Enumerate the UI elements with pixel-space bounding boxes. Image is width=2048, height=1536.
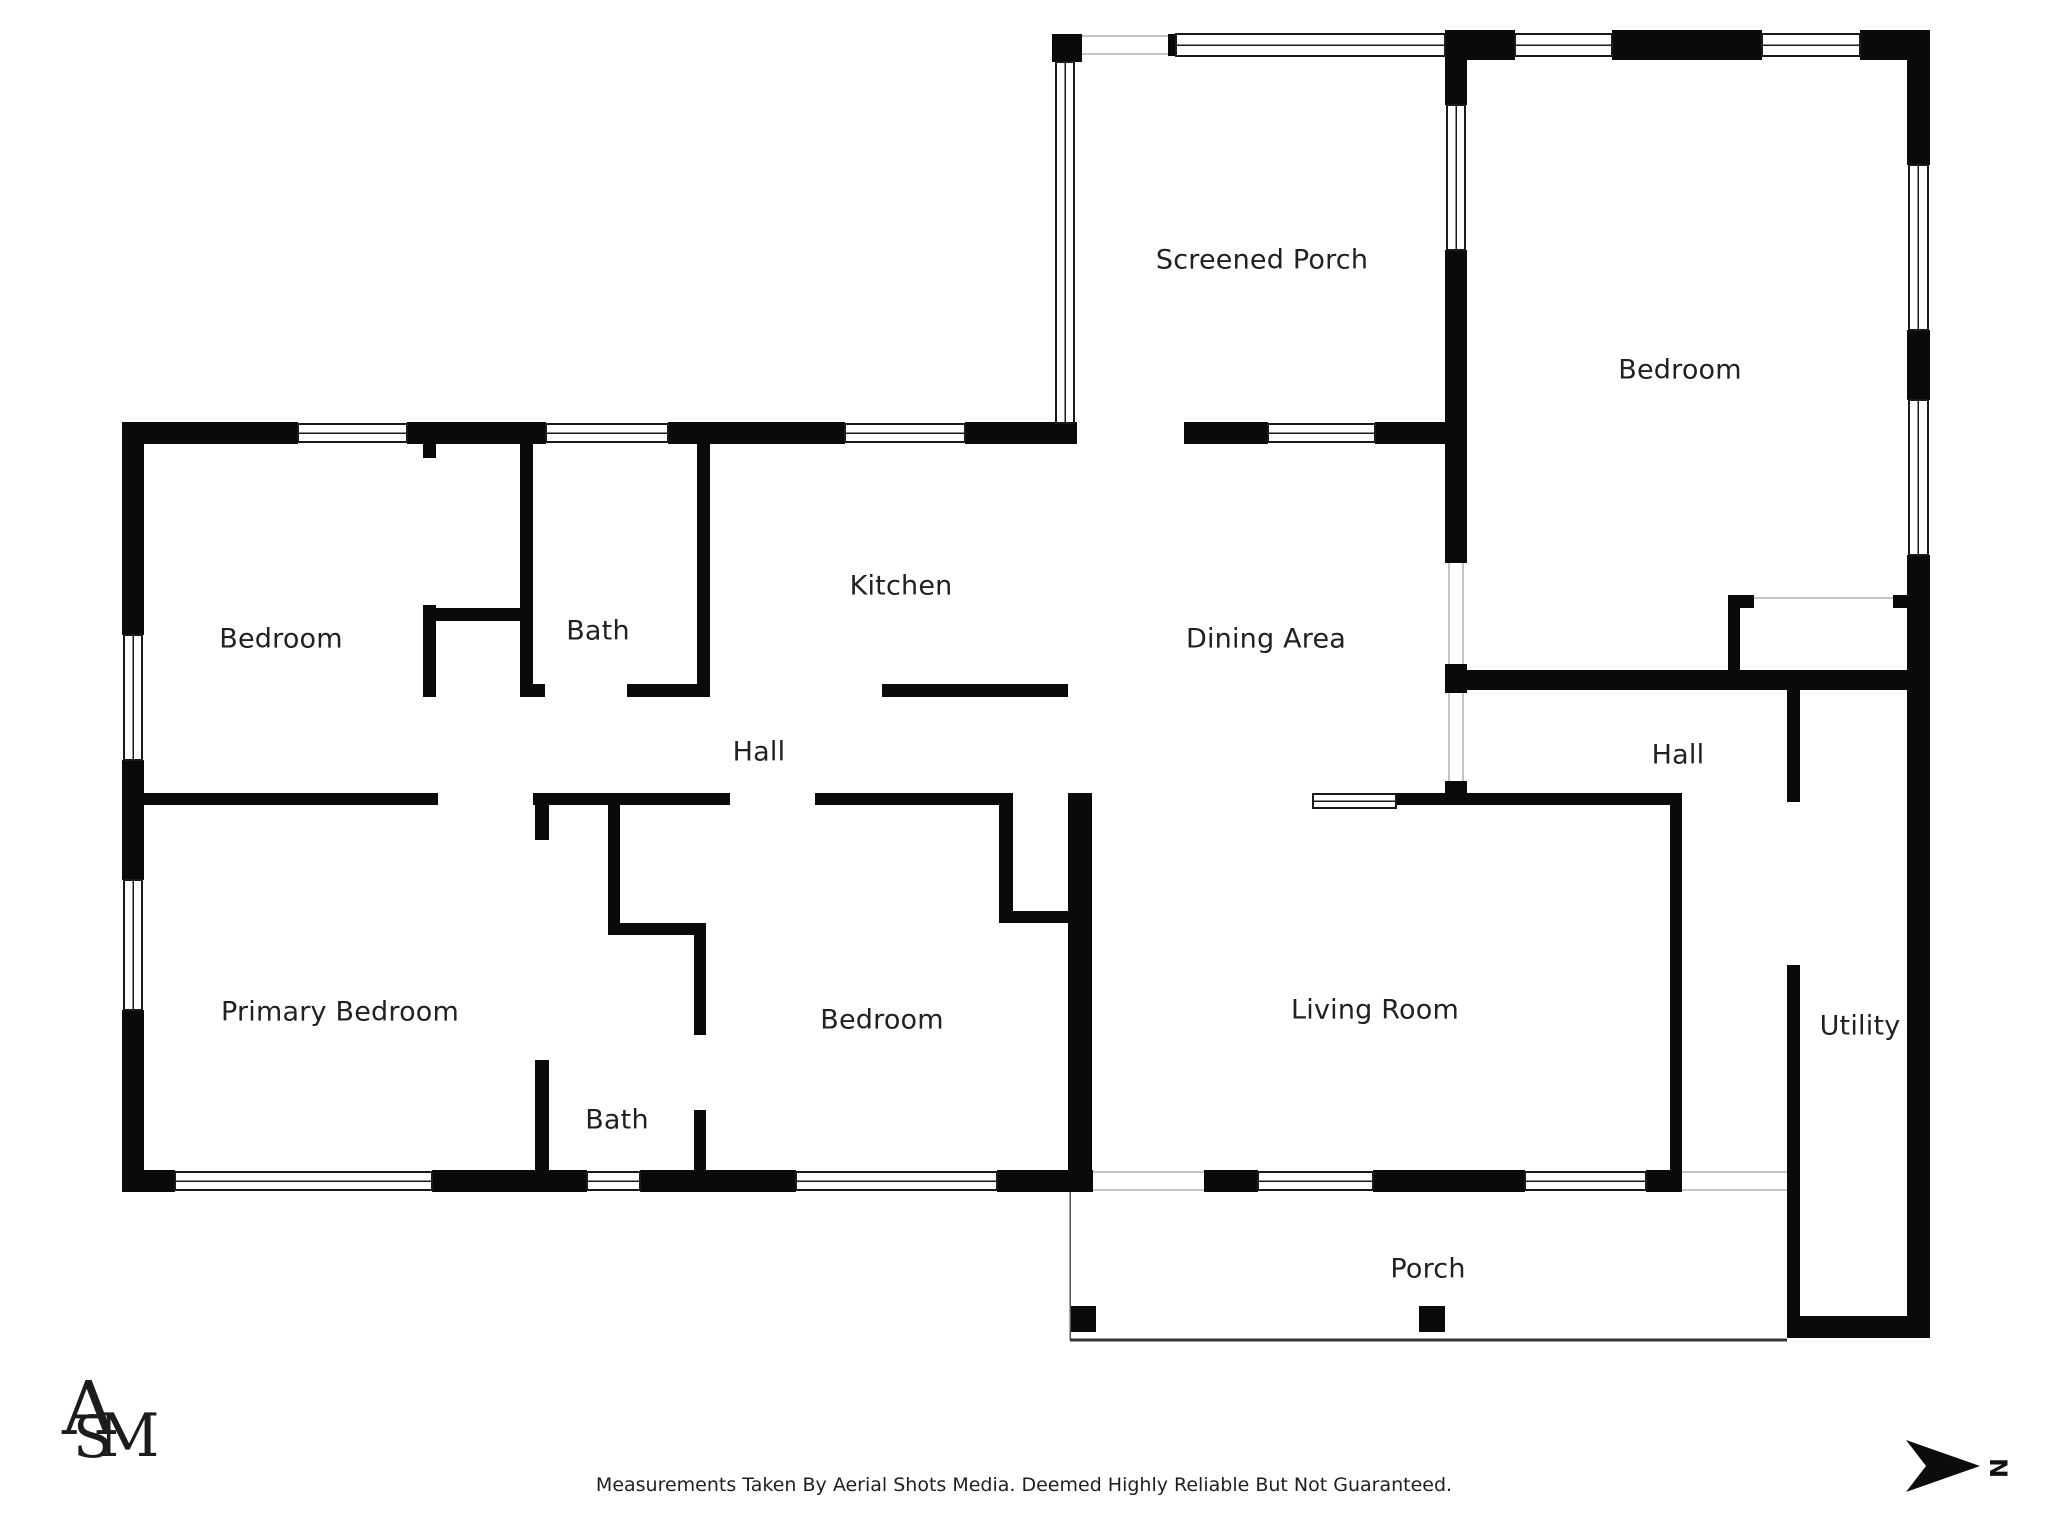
wall-segment [122,760,144,880]
room-label-bedroom-top-left: Bedroom [219,623,343,655]
wall-segment [1893,595,1907,608]
room-label-primary-bedroom: Primary Bedroom [220,996,460,1028]
wall-segment [627,684,710,697]
aerial-shots-media-logo: A S M [52,1368,162,1478]
wall-segment [999,911,1082,923]
walls-group [122,30,1930,1338]
wall-segment [122,1170,175,1192]
wall-segment [1451,670,1907,690]
wall-segment [608,805,620,935]
wall-segment [1907,330,1930,400]
wall-segment [1906,1440,1980,1492]
wall-segment [1184,422,1268,444]
wall-segment [694,935,706,1035]
compass: N [1896,1436,2036,1502]
room-label-screened-porch: Screened Porch [1155,244,1369,276]
wall-segment [1445,250,1467,563]
wall-segment [1787,1316,1930,1338]
room-label-utility: Utility [1819,1010,1901,1042]
wall-segment [122,422,298,444]
wall-segment [423,684,436,697]
room-label-living-room: Living Room [1291,994,1459,1026]
screen-walls-group [1055,33,1446,424]
wall-segment [1375,422,1467,444]
room-label-hall-left: Hall [732,736,786,768]
wall-segment [520,684,545,697]
wall-segment [1728,595,1740,670]
wall-segment [436,608,520,621]
wall-segment [697,444,710,684]
wall-segment [535,805,549,840]
wall-segment [1052,34,1082,62]
wall-segment [1168,34,1178,56]
wall-segment [432,1170,587,1192]
wall-segment [640,1170,796,1192]
wall-segment [122,1010,144,1192]
wall-segment [694,1110,706,1172]
wall-segment [535,1060,549,1172]
wall-segment [965,422,1077,444]
wall-segment [1204,1170,1258,1192]
logo-letter-s: S [73,1403,113,1471]
wall-segment [1907,30,1930,165]
wall-segment [1373,1170,1525,1192]
windows-group [123,33,1929,1191]
wall-segment [1419,1306,1445,1332]
room-label-bath-bottom: Bath [585,1104,649,1136]
wall-segment [1612,30,1762,60]
opening-lines-group [1069,35,1893,1342]
wall-segment [1396,793,1682,805]
north-arrow-icon [1906,1440,1980,1492]
room-label-hall-right: Hall [1651,739,1705,771]
logo-letter-m: M [98,1401,160,1471]
wall-segment [423,605,436,697]
room-label-bedroom-top-right: Bedroom [1618,354,1742,386]
wall-segment [882,684,1068,697]
wall-segment [608,923,706,935]
wall-segment [1740,595,1754,608]
logo-letter-a: A [62,1366,116,1452]
room-label-bath-top: Bath [566,615,630,647]
room-label-bedroom-bottom: Bedroom [820,1004,944,1036]
room-label-kitchen: Kitchen [849,570,953,602]
wall-segment [1445,30,1515,60]
wall-segment [122,793,438,805]
wall-segment [520,444,533,684]
wall-segment [999,793,1013,923]
wall-segment [1068,793,1092,1192]
disclaimer-text: Measurements Taken By Aerial Shots Media… [595,1474,1453,1496]
wall-segment [815,793,1003,805]
wall-segment [1670,793,1682,1192]
wall-segment [1787,965,1800,1338]
wall-segment [668,422,845,444]
wall-segment [1787,690,1800,802]
wall-segment [1070,1306,1096,1332]
room-label-porch: Porch [1390,1253,1466,1285]
room-label-dining-area: Dining Area [1185,623,1347,655]
wall-segment [122,422,144,635]
wall-segment [533,793,730,805]
wall-segment [1907,555,1930,1338]
wall-segment [423,444,436,458]
wall-segment [407,422,546,444]
